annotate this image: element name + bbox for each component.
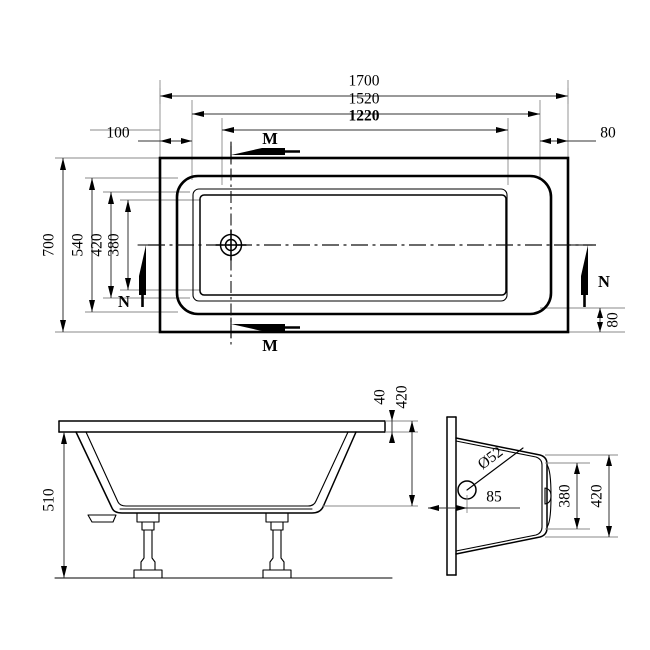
- dim-1520-label: 1520: [349, 91, 380, 108]
- dim-420-elevation-label: 420: [394, 385, 411, 409]
- dim-80-bottom-label: 80: [605, 312, 622, 328]
- dim-100-label: 100: [106, 125, 130, 142]
- drain-outlet-symbol: [215, 229, 247, 261]
- dim-420-plan-label: 420: [89, 233, 106, 257]
- section-m-bottom-label: M: [262, 336, 278, 355]
- section-n-left-label: N: [118, 292, 130, 311]
- elevation-rim: [58, 420, 386, 433]
- section-n-right-label: N: [598, 272, 610, 291]
- dim-1220-label: 1220: [349, 108, 380, 125]
- dim-80-right-label: 80: [600, 125, 616, 142]
- dim-420-plan: 420: [89, 192, 114, 298]
- elevation-body-outer: [75, 431, 357, 514]
- dim-380-side-label: 380: [557, 484, 574, 508]
- plan-view: 1700 1520 1220 100 80: [41, 73, 625, 355]
- dim-85-label: 85: [486, 489, 502, 506]
- dim-380-plan-label: 380: [106, 233, 123, 257]
- dim-40-label: 40: [372, 389, 389, 405]
- dim-510: 510: [41, 432, 67, 578]
- side-body-outline: [455, 437, 548, 555]
- section-mark-n-right: N: [567, 244, 610, 307]
- dim-80-bottom: 80: [597, 308, 622, 332]
- dim-540: 540: [70, 178, 95, 312]
- adjustable-foot-left: [127, 512, 169, 579]
- dim-420-side-label: 420: [589, 484, 606, 508]
- dim-1700: 1700: [159, 73, 569, 104]
- section-mark-n-left: N: [118, 244, 161, 311]
- elevation-body-inner: [85, 431, 349, 507]
- elevation-outlet-boss: [87, 514, 117, 523]
- adjustable-foot-right: [256, 512, 298, 579]
- dim-700-label: 700: [41, 233, 58, 257]
- front-elevation-view: 510 40 420: [41, 385, 418, 579]
- side-rim-flange: [446, 416, 457, 576]
- dim-700: 700: [41, 158, 66, 332]
- side-elevation-view: Ø52 85 380 420: [428, 416, 618, 576]
- dim-380-plan: 380: [106, 200, 131, 290]
- side-body-inner: [455, 440, 543, 552]
- dim-85: 85: [428, 489, 520, 513]
- dim-420-elevation: 420: [394, 385, 415, 506]
- dim-380-side: 380: [557, 463, 580, 529]
- dim-420-side: 420: [589, 455, 612, 537]
- side-overflow-tab: [544, 487, 552, 505]
- dim-100: 100: [106, 125, 192, 144]
- dim-1220: 1220: [222, 108, 508, 133]
- dim-1700-label: 1700: [349, 73, 380, 90]
- dim-540-label: 540: [70, 233, 87, 257]
- side-drain-leader: [466, 447, 524, 491]
- dim-510-label: 510: [41, 488, 58, 512]
- dim-80-right: 80: [540, 125, 616, 144]
- section-m-top-label: M: [262, 129, 278, 148]
- section-mark-m-top: M: [230, 129, 300, 163]
- dim-40: 40: [372, 389, 395, 443]
- section-mark-m-bottom: M: [230, 317, 300, 355]
- dim-1520: 1520: [192, 91, 540, 117]
